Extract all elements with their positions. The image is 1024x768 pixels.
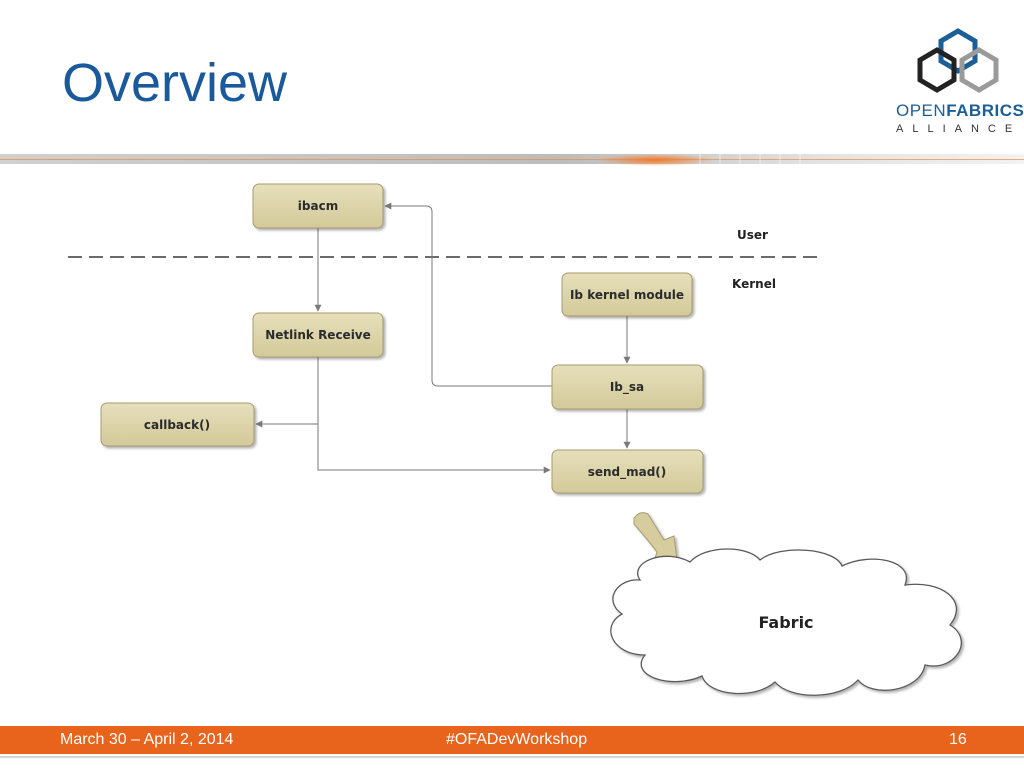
footer-page-number: 16 (949, 731, 967, 748)
slide-title: Overview (62, 53, 288, 113)
header-band (0, 154, 1024, 166)
node-ib-kernel-module: Ib kernel module (561, 272, 693, 317)
arrow-ibsa-to-ibacm (384, 202, 552, 387)
node-ibacm: ibacm (252, 183, 384, 229)
fabric-label: Fabric (758, 613, 813, 632)
node-callback: callback() (100, 402, 255, 447)
fabric-cloud: Fabric (610, 548, 962, 696)
svg-text:Ib kernel module: Ib kernel module (570, 288, 684, 302)
footer-hashtag: #OFADevWorkshop (446, 731, 588, 748)
architecture-diagram: User Kernel ibacm Netlink Receive callba… (68, 183, 962, 696)
footer-bar: March 30 – April 2, 2014 #OFADevWorkshop… (0, 726, 1024, 754)
openfabrics-logo: OPENFABRICS ALLIANCE (896, 28, 1024, 140)
footer-date: March 30 – April 2, 2014 (60, 731, 234, 748)
svg-text:ibacm: ibacm (298, 199, 338, 213)
hexagon-logo-icon (917, 28, 999, 93)
arrow-netlink-to-sendmad (317, 424, 551, 474)
arrow-netlink-to-callback (255, 357, 319, 428)
node-send-mad: send_mad() (551, 449, 704, 494)
tier-label-user: User (737, 228, 768, 242)
node-netlink-receive: Netlink Receive (252, 312, 384, 358)
svg-text:Netlink Receive: Netlink Receive (265, 328, 371, 342)
svg-text:callback(): callback() (144, 418, 210, 432)
footer-rule (0, 756, 1024, 758)
tier-label-kernel: Kernel (732, 277, 776, 291)
logo-subtitle: ALLIANCE (896, 123, 1022, 135)
node-ib-sa: Ib_sa (551, 364, 704, 410)
svg-text:send_mad(): send_mad() (588, 465, 667, 480)
svg-text:Ib_sa: Ib_sa (610, 380, 644, 395)
logo-name: OPENFABRICS (896, 101, 1024, 120)
